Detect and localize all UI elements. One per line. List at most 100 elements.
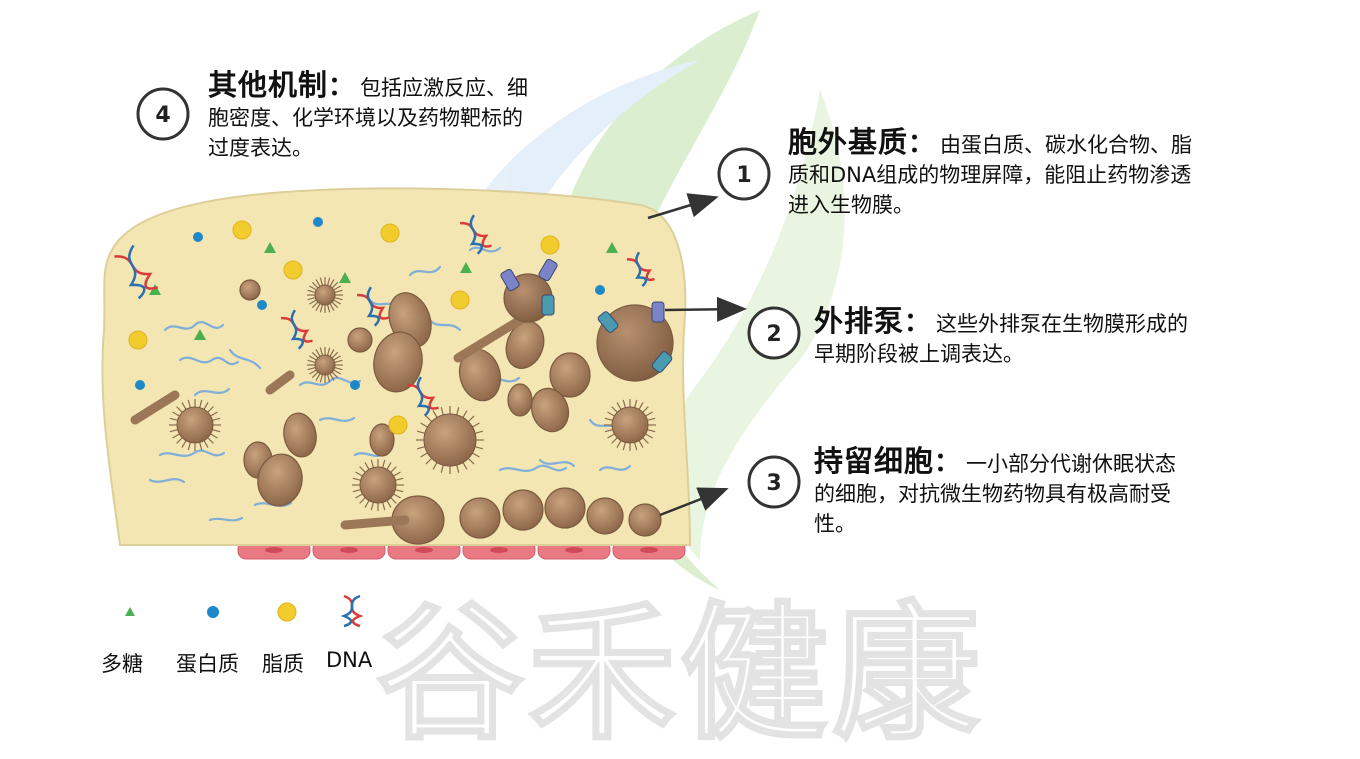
matrix-fiber [428, 318, 462, 332]
cell-spike [417, 446, 426, 450]
bacterial-cell [530, 387, 570, 433]
dna-strand-red [459, 221, 492, 248]
cell-spike [187, 442, 191, 451]
protein-particle [193, 232, 203, 242]
bacterial-cell [502, 489, 544, 531]
matrix-fiber [318, 416, 356, 422]
rod-bacterium [265, 370, 295, 395]
cell-spike [622, 442, 626, 451]
efflux-pump-icon [538, 258, 558, 282]
legend-label-dna: DNA [326, 648, 373, 672]
callout-title: 其他机制 [208, 68, 329, 102]
cell-spike [309, 369, 317, 375]
cell-spike [319, 347, 323, 356]
matrix-fiber [498, 464, 568, 472]
rod-bacterium [453, 315, 525, 363]
dna-strand-red [356, 293, 389, 320]
cell-spike [212, 417, 221, 421]
cell-spike [307, 359, 316, 363]
bacterial-cell [239, 279, 261, 301]
dna-strand-blue [635, 251, 648, 287]
bacterial-cell [544, 487, 586, 529]
dna-strand-icon [626, 251, 655, 287]
cell-spike [364, 500, 370, 508]
bacterial-cell [373, 331, 423, 393]
cell-spike [647, 429, 656, 433]
efflux-pump-icon [500, 268, 520, 292]
matrix-fiber [163, 321, 225, 332]
spiky-cell [169, 399, 221, 451]
cell-spike [327, 277, 331, 286]
spiky-cell [352, 459, 404, 511]
host-cell-nucleus [640, 547, 658, 553]
efflux-pump-icon [651, 301, 665, 323]
cell-spike [319, 277, 323, 286]
polysaccharide-particle [606, 242, 618, 253]
svg-text:2: 2 [766, 322, 781, 347]
cell-spike [315, 279, 321, 287]
cell-spike [207, 406, 214, 413]
cell-spike [467, 457, 475, 465]
cell-spike [203, 402, 209, 410]
cell-spike [334, 297, 343, 301]
host-cell-nucleus [415, 547, 433, 553]
dna-strand-red [114, 255, 159, 290]
cell-spike [607, 433, 615, 439]
cell-spike [611, 437, 618, 444]
callout-line: 一小部分代谢休眠状态 [966, 452, 1177, 476]
callout-line: 的细胞，对抗微生物药物具有极高耐受 [814, 482, 1171, 506]
arrow-to-matrix [647, 193, 719, 220]
dna-strand-icon [459, 214, 492, 255]
cell-spike [370, 459, 374, 468]
dna-strand-blue [128, 244, 146, 300]
dna-strand-red [280, 316, 313, 343]
cell-spike [311, 351, 319, 359]
matrix-fiber [178, 356, 240, 366]
spiky-cell [307, 347, 343, 383]
bacterial-cell [586, 497, 624, 535]
cell-spike [199, 442, 203, 451]
matrix-fiber [158, 449, 226, 457]
cell-spike [472, 422, 480, 428]
legend-icons [125, 594, 364, 628]
matrix-particles [114, 214, 655, 435]
matrix-fiber [468, 246, 502, 253]
host-cell-nucleus [340, 547, 358, 553]
bacterial-cell [347, 327, 373, 353]
number-badge-3: 3 [747, 455, 801, 509]
cell-spike [212, 429, 221, 433]
spiky-cell-body [314, 284, 336, 306]
cell-spike [315, 303, 321, 311]
lipid-particle [380, 223, 400, 243]
cell-spike [386, 500, 392, 508]
cell-spike [331, 371, 339, 379]
polysaccharide-particle [149, 284, 161, 295]
rod-bacterium [340, 515, 410, 530]
dna-strand-icon [356, 286, 389, 327]
cell-spike [472, 452, 480, 458]
protein-particle [595, 285, 605, 295]
number-badge-4: 4 [136, 87, 190, 141]
matrix-fiber [228, 348, 262, 370]
number-badge-1: 1 [717, 147, 771, 201]
polysaccharide-particle [194, 329, 206, 340]
spiky-cell-body [314, 354, 336, 376]
svg-text:1: 1 [736, 163, 751, 188]
polysaccharide-particle [339, 272, 351, 283]
cell-spike [425, 415, 433, 423]
cell-spike [329, 349, 335, 357]
cell-spike [181, 402, 187, 410]
cell-spike [333, 369, 341, 375]
cell-spike [638, 440, 644, 448]
spiky-cell [604, 399, 656, 451]
cell-spike [634, 442, 638, 451]
polysaccharide-icon [125, 607, 135, 616]
cell-spike [333, 285, 341, 291]
matrix-fiber [598, 464, 632, 472]
callout-line: 进入生物膜。 [788, 193, 914, 217]
callout-efflux-pump: 外排泵：这些外排泵在生物膜形成的 早期阶段被上调表达。 [814, 304, 1189, 366]
cell-spike [456, 464, 460, 473]
callout-title: 持留细胞 [814, 444, 935, 478]
cell-spike [440, 407, 444, 416]
